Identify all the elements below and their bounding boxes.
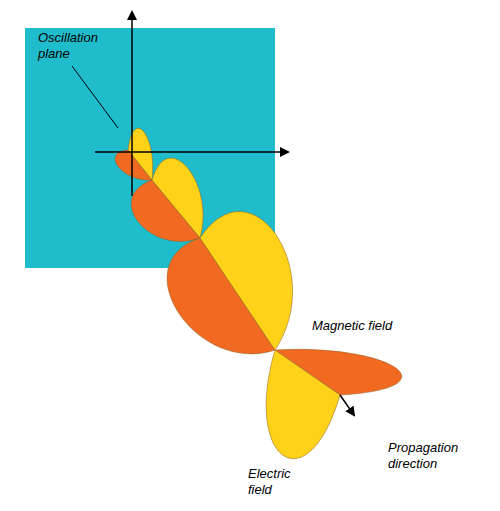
propagation-arrow — [340, 395, 354, 415]
field-label: Electric field — [248, 466, 308, 498]
electric-lobe — [152, 158, 203, 238]
electric-lobe — [266, 350, 340, 459]
plane-label: Oscillation plane — [38, 30, 116, 62]
electric-lobe — [200, 212, 293, 350]
leader-line — [72, 66, 118, 128]
field-lobes — [115, 128, 402, 458]
vertical-axis — [131, 12, 133, 196]
direction-label: Propagation direction — [388, 440, 480, 472]
horizontal-axis — [95, 151, 288, 153]
field-label: Magnetic field — [312, 318, 432, 334]
